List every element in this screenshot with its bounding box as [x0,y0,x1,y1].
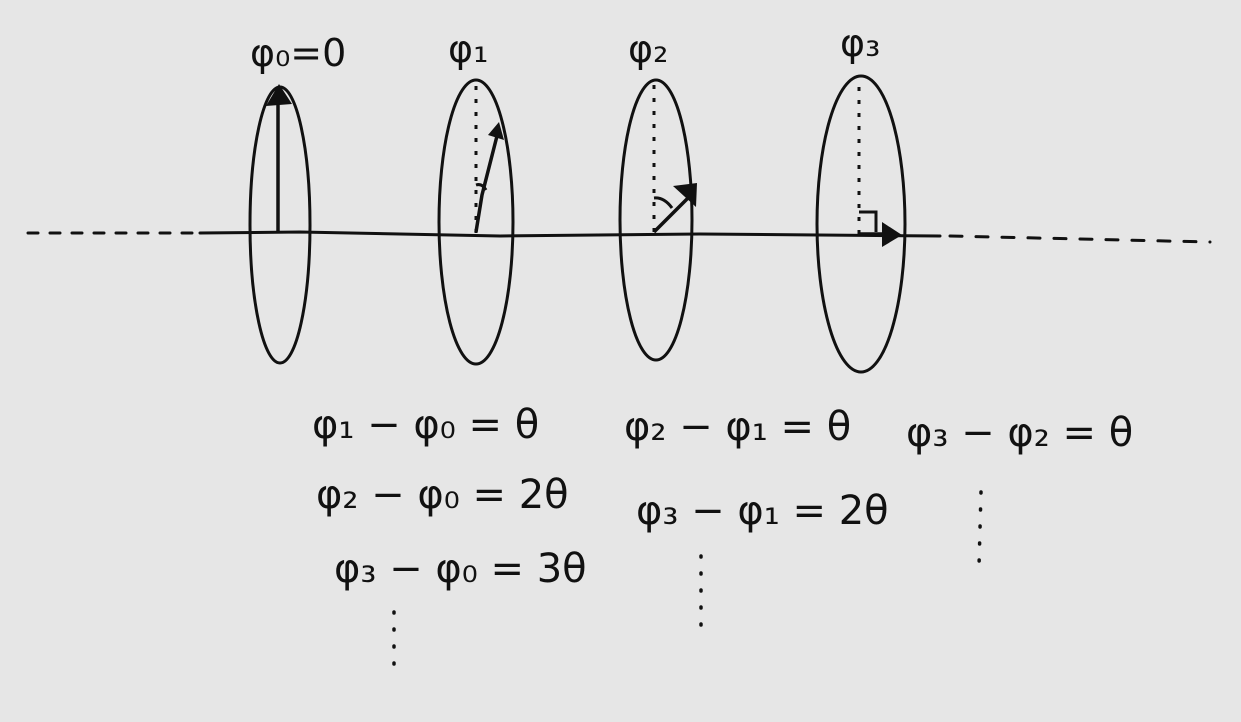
eq-col3-row1: φ₃ − φ₂ = θ [906,410,1133,456]
arrow-head-0 [266,84,292,106]
arrow-head-1 [488,122,504,140]
label-phi2: φ₂ [628,27,668,71]
equations-col2: φ₂ − φ₁ = θ φ₃ − φ₁ = 2θ [624,404,889,534]
disk-2 [618,78,694,362]
arrow-2 [652,196,690,234]
phase-arrows [266,84,902,247]
angle-mark-3 [859,210,878,232]
dots-col3 [977,490,983,568]
disk-0 [248,85,312,365]
arrow-head-2 [673,183,697,207]
equations-col1: φ₁ − φ₀ = θ φ₂ − φ₀ = 2θ φ₃ − φ₀ = 3θ [312,402,587,592]
label-phi0: φ₀=0 [250,31,346,75]
disks [248,74,907,374]
label-phi3: φ₃ [840,21,880,65]
axis [26,230,1212,244]
eq-col1-row3: φ₃ − φ₀ = 3θ [334,546,587,592]
arrow-head-3 [882,222,902,247]
axis-solid [198,230,942,238]
phase-labels: φ₀=0 φ₁ φ₂ φ₃ [250,21,880,75]
eq-col2-row1: φ₂ − φ₁ = θ [624,404,851,450]
continuation-dots [392,490,983,682]
disk-3 [815,74,907,374]
eq-col1-row2: φ₂ − φ₀ = 2θ [316,472,569,518]
eq-col2-row2: φ₃ − φ₁ = 2θ [636,488,889,534]
angle-mark-1 [475,183,488,191]
eq-col1-row1: φ₁ − φ₀ = θ [312,402,539,448]
arrow-1 [474,131,500,233]
equations-col3: φ₃ − φ₂ = θ [906,410,1133,456]
label-phi1: φ₁ [448,27,488,71]
angle-marks [475,183,878,232]
disk-1 [437,78,515,366]
angle-mark-2 [653,196,674,209]
reference-lines [474,78,861,234]
axis-dashed-right [948,234,1212,244]
